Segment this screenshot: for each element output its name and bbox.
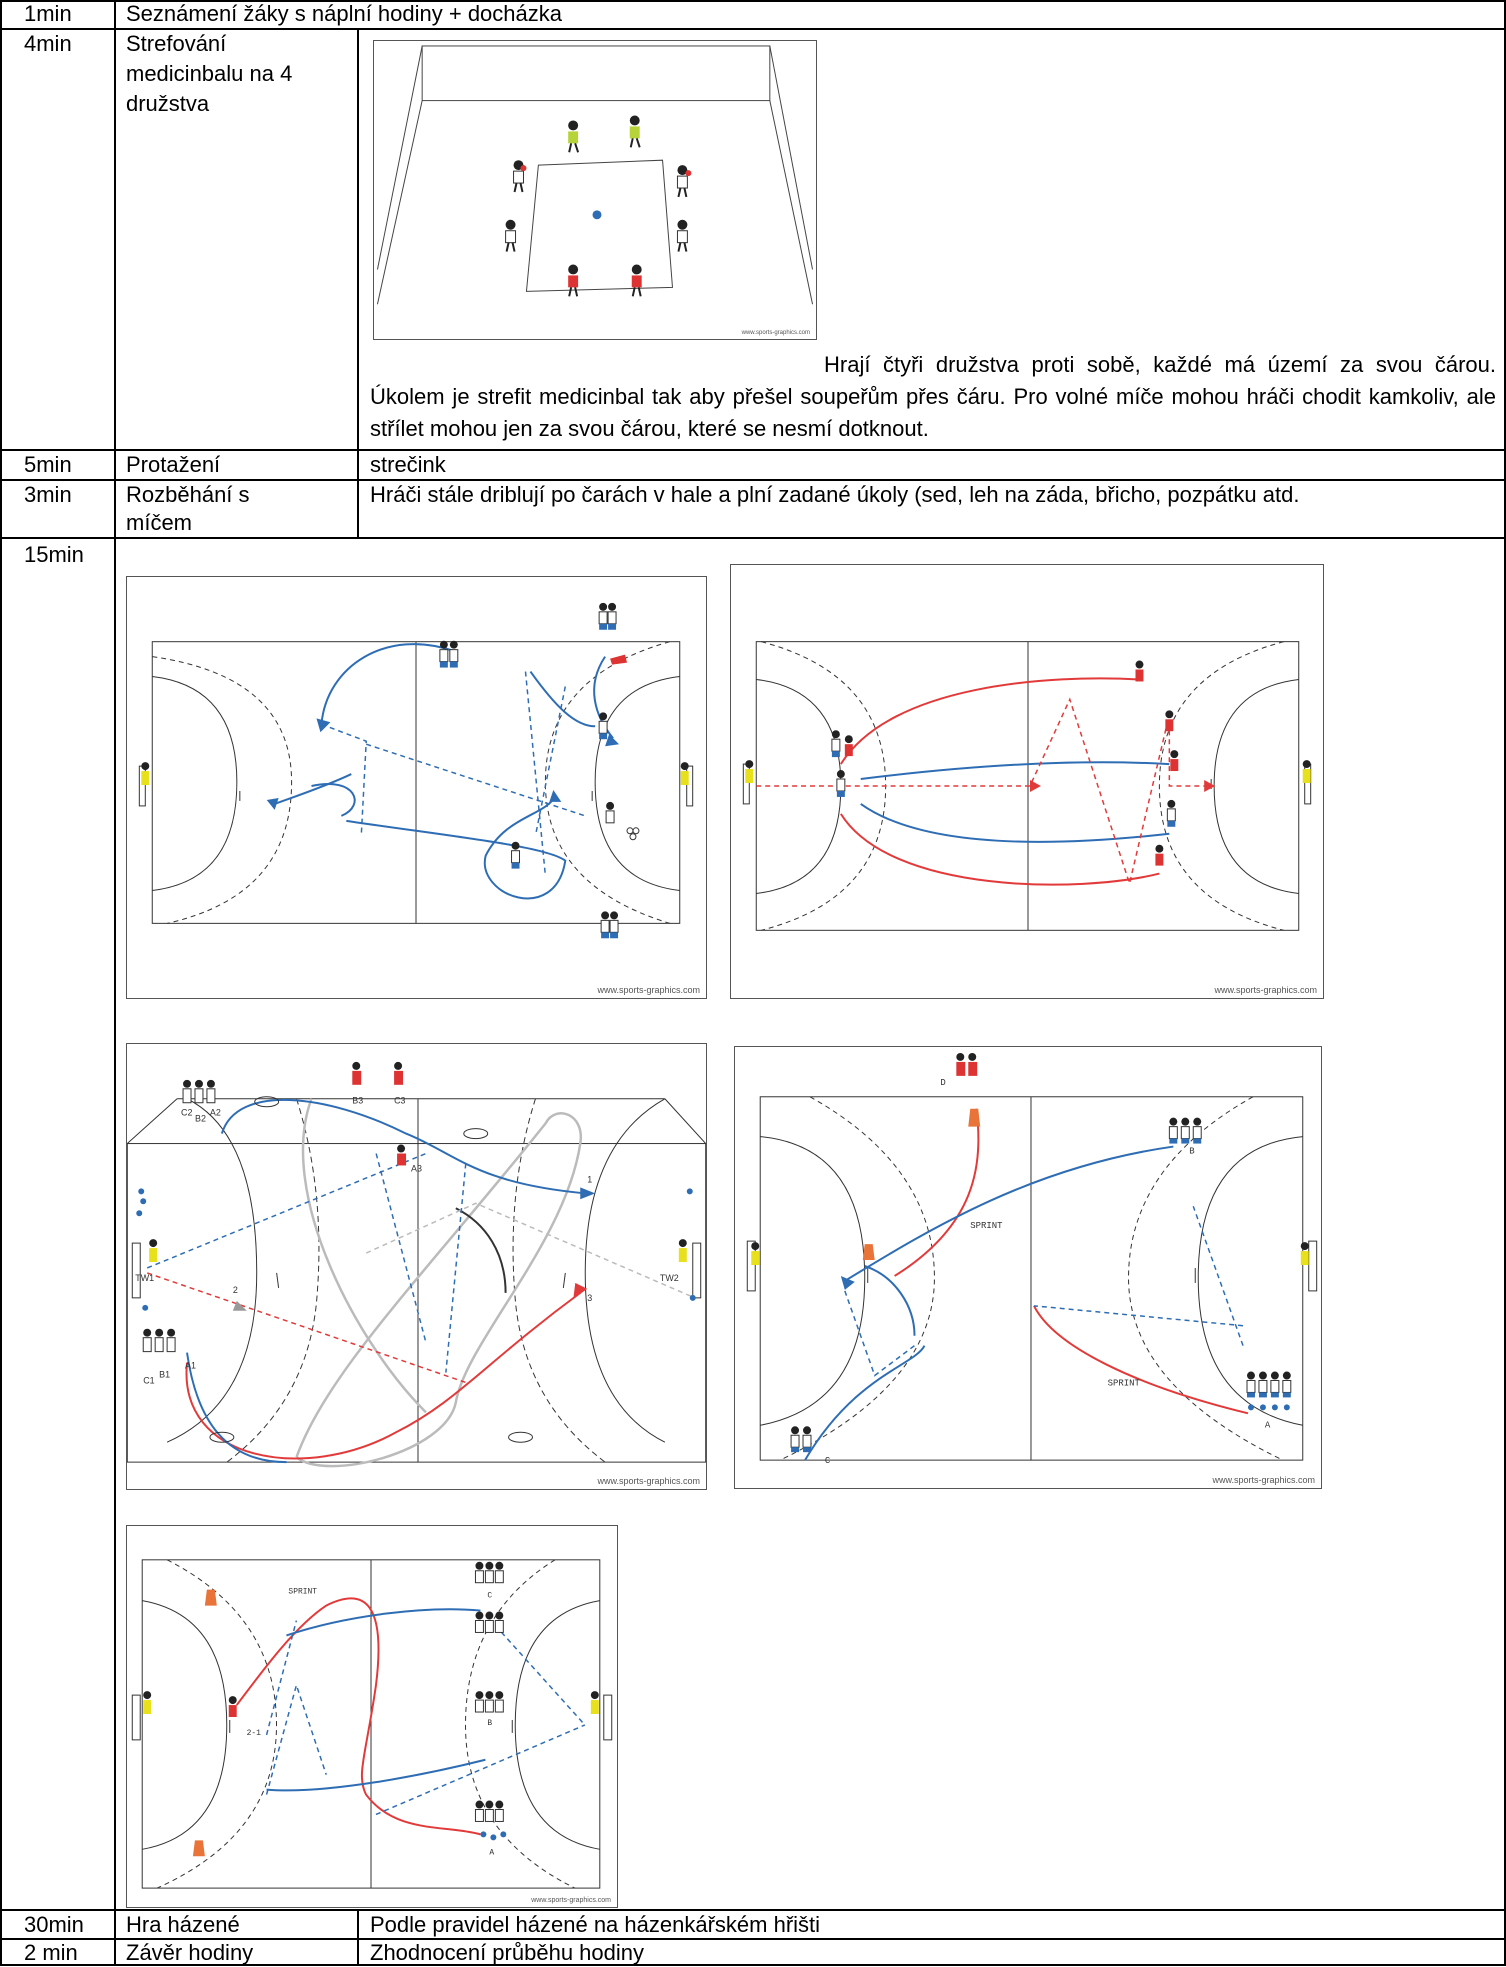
drill-diagram-3: B3 C3 A3 C2 B2 A2 TW1 TW2 A1 B1 C1 1 2 3…	[126, 1043, 707, 1490]
drill-diagram-1: www.sports-graphics.com	[126, 576, 707, 999]
time-cell: 4min	[24, 31, 72, 56]
drill-diagram-2: www.sports-graphics.com	[730, 564, 1324, 999]
players-group	[505, 115, 692, 297]
credit-text: www.sports-graphics.com	[741, 330, 810, 336]
players-group	[751, 1052, 1309, 1453]
label-b2: B2	[195, 1114, 206, 1124]
medicine-ball	[592, 210, 602, 220]
label-1: 1	[587, 1174, 592, 1184]
label-sprint-1: SPRINT	[970, 1221, 1003, 1231]
players-group	[136, 1061, 696, 1353]
label-2-1: 2-1	[247, 1729, 262, 1738]
time-cell: 2 min	[24, 1940, 78, 1965]
label-c1: C1	[143, 1375, 154, 1385]
description-cell: Podle pravidel házené na házenkářském hř…	[370, 1912, 821, 1937]
description-cell: Hráči stále driblují po čarách v hale a …	[370, 482, 1300, 507]
handball-court-svg: D B C A SPRINT SPRINT	[746, 1052, 1318, 1466]
credit-text: www.sports-graphics.com	[597, 985, 700, 995]
label-sprint-2: SPRINT	[1108, 1378, 1141, 1388]
players-group	[141, 602, 689, 939]
activity-line: medicinbalu na 4	[126, 61, 293, 86]
time-cell: 3min	[24, 482, 72, 507]
label-a: A	[1265, 1420, 1271, 1430]
description-cell: strečink	[370, 452, 446, 477]
activity-description: Hrají čtyři družstva proti sobě, každé m…	[370, 352, 1496, 441]
label-b1: B1	[159, 1370, 170, 1380]
players-group	[143, 1561, 599, 1841]
activity-line: Strefování	[126, 31, 227, 56]
label-c3: C3	[394, 1096, 405, 1106]
credit-text: www.sports-graphics.com	[597, 1476, 700, 1486]
credit-text: www.sports-graphics.com	[1212, 1475, 1315, 1485]
time-cell: 15min	[24, 542, 84, 567]
gym-court-svg	[376, 45, 814, 305]
row-text: Seznámení žáky s náplní hodiny + docházk…	[126, 1, 562, 26]
activity-line: Rozběhání s	[126, 482, 250, 507]
handball-court-svg: B3 C3 A3 C2 B2 A2 TW1 TW2 A1 B1 C1 1 2 3	[127, 1061, 706, 1468]
label-2: 2	[233, 1285, 238, 1295]
label-b3: B3	[352, 1096, 363, 1106]
credit-text: www.sports-graphics.com	[1214, 985, 1317, 995]
activity-cell: Hra házené	[126, 1912, 240, 1937]
handball-court-svg: SPRINT C B A 2-1	[131, 1559, 613, 1889]
label-c2: C2	[181, 1108, 192, 1118]
time-cell: 5min	[24, 452, 72, 477]
label-a: A	[489, 1848, 494, 1857]
description-cell: Zhodnocení průběhu hodiny	[370, 1940, 644, 1965]
label-b: B	[487, 1719, 492, 1728]
label-sprint: SPRINT	[288, 1588, 317, 1597]
medicine-ball-diagram: www.sports-graphics.com	[373, 40, 817, 340]
label-tw2: TW2	[660, 1273, 679, 1283]
drill-diagram-4: D B C A SPRINT SPRINT www.sports-graphic…	[734, 1046, 1322, 1489]
handball-court-svg	[742, 641, 1312, 931]
time-cell: 1min	[24, 1, 72, 26]
label-a1: A1	[185, 1361, 196, 1371]
label-c: C	[825, 1456, 830, 1466]
label-b: B	[1189, 1147, 1195, 1157]
players-group	[745, 660, 1311, 866]
activity-line: míčem	[126, 510, 192, 535]
label-a2: A2	[210, 1108, 221, 1118]
label-c: C	[487, 1592, 492, 1601]
activity-cell: Závěr hodiny	[126, 1940, 254, 1965]
handball-court-svg	[138, 602, 694, 939]
drill-diagram-5: SPRINT C B A 2-1 www.sports-graphics.com	[126, 1525, 618, 1908]
label-3: 3	[587, 1293, 592, 1303]
label-a3: A3	[411, 1163, 422, 1173]
credit-text: www.sports-graphics.com	[531, 1897, 611, 1904]
label-d: D	[940, 1078, 945, 1088]
activity-line: družstva	[126, 91, 210, 116]
time-cell: 30min	[24, 1912, 84, 1937]
label-tw1: TW1	[135, 1273, 154, 1283]
activity-cell: Protažení	[126, 452, 221, 477]
